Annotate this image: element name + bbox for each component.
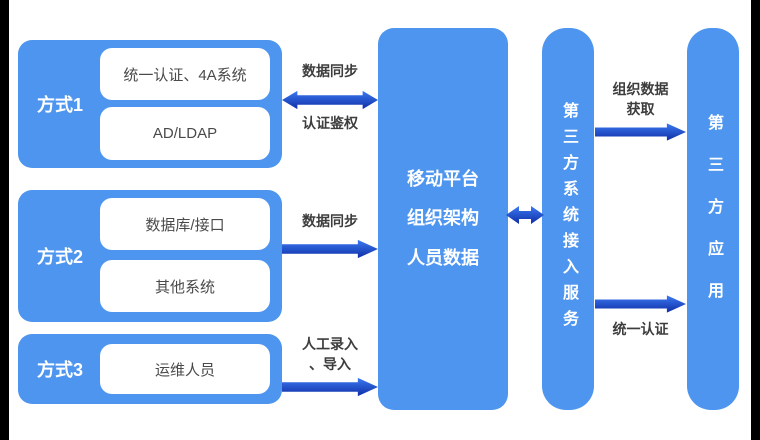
node-third-party-app: 第三方应用 [687,28,739,410]
right-arrow-icon-org-data [595,123,686,141]
right-arrow-icon-way2 [282,239,378,259]
node-ad-ldap: AD/LDAP [100,107,270,160]
left-letterbox-bar [0,0,9,440]
node-other-systems: 其他系统 [100,260,270,312]
group-way2: 方式2 数据库/接口 其他系统 [18,190,282,322]
group-way2-label: 方式2 [36,247,83,267]
label-org-data-fetch: 组织数据 获取 [612,81,669,117]
right-arrow-icon-unified-auth [595,295,686,313]
node-ops-staff: 运维人员 [100,344,270,394]
label-way3-manual-import: 人工录入 、导入 [302,336,358,372]
group-way3-label: 方式3 [36,360,83,380]
group-way1: 方式1 统一认证、4A系统 AD/LDAP [18,40,282,168]
double-arrow-icon-way1 [282,90,378,110]
node-database-api: 数据库/接口 [100,198,270,250]
group-way1-label: 方式1 [36,95,83,115]
right-arrow-icon-way3 [282,377,378,397]
label-way1-auth: 认证鉴权 [302,115,358,131]
label-way1-data-sync: 数据同步 [302,63,358,79]
label-unified-auth: 统一认证 [612,321,669,337]
group-way3: 方式3 运维人员 [18,334,282,404]
node-unified-auth-4a: 统一认证、4A系统 [100,48,270,100]
right-letterbox-bar [751,0,760,440]
label-way2-data-sync: 数据同步 [302,213,358,229]
node-third-party-access-service: 第三方系统接入服务 [542,28,594,410]
double-arrow-icon-center-service [506,206,544,224]
node-mobile-platform-org-data: 移动平台 组织架构 人员数据 [378,28,508,410]
